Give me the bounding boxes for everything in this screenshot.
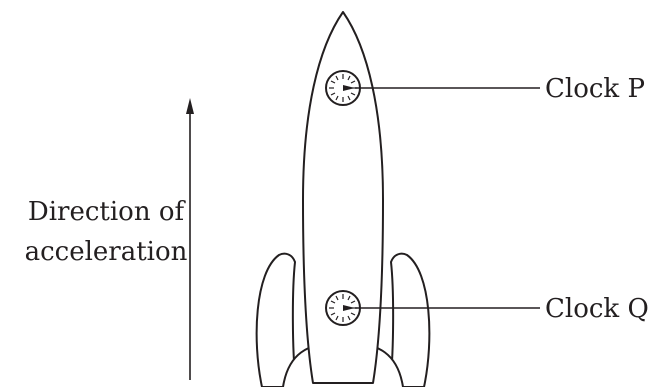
direction-label-line-2: acceleration [0, 232, 212, 272]
clock-p-label: Clock P [545, 74, 645, 104]
direction-label-line-1: Direction of [0, 192, 212, 232]
clock-q [326, 291, 360, 325]
rocket-body [303, 12, 383, 383]
direction-of-acceleration-label: Direction of acceleration [0, 192, 212, 272]
clock-q-label: Clock Q [545, 294, 649, 324]
rocket [257, 12, 430, 387]
clock-p [326, 71, 360, 105]
